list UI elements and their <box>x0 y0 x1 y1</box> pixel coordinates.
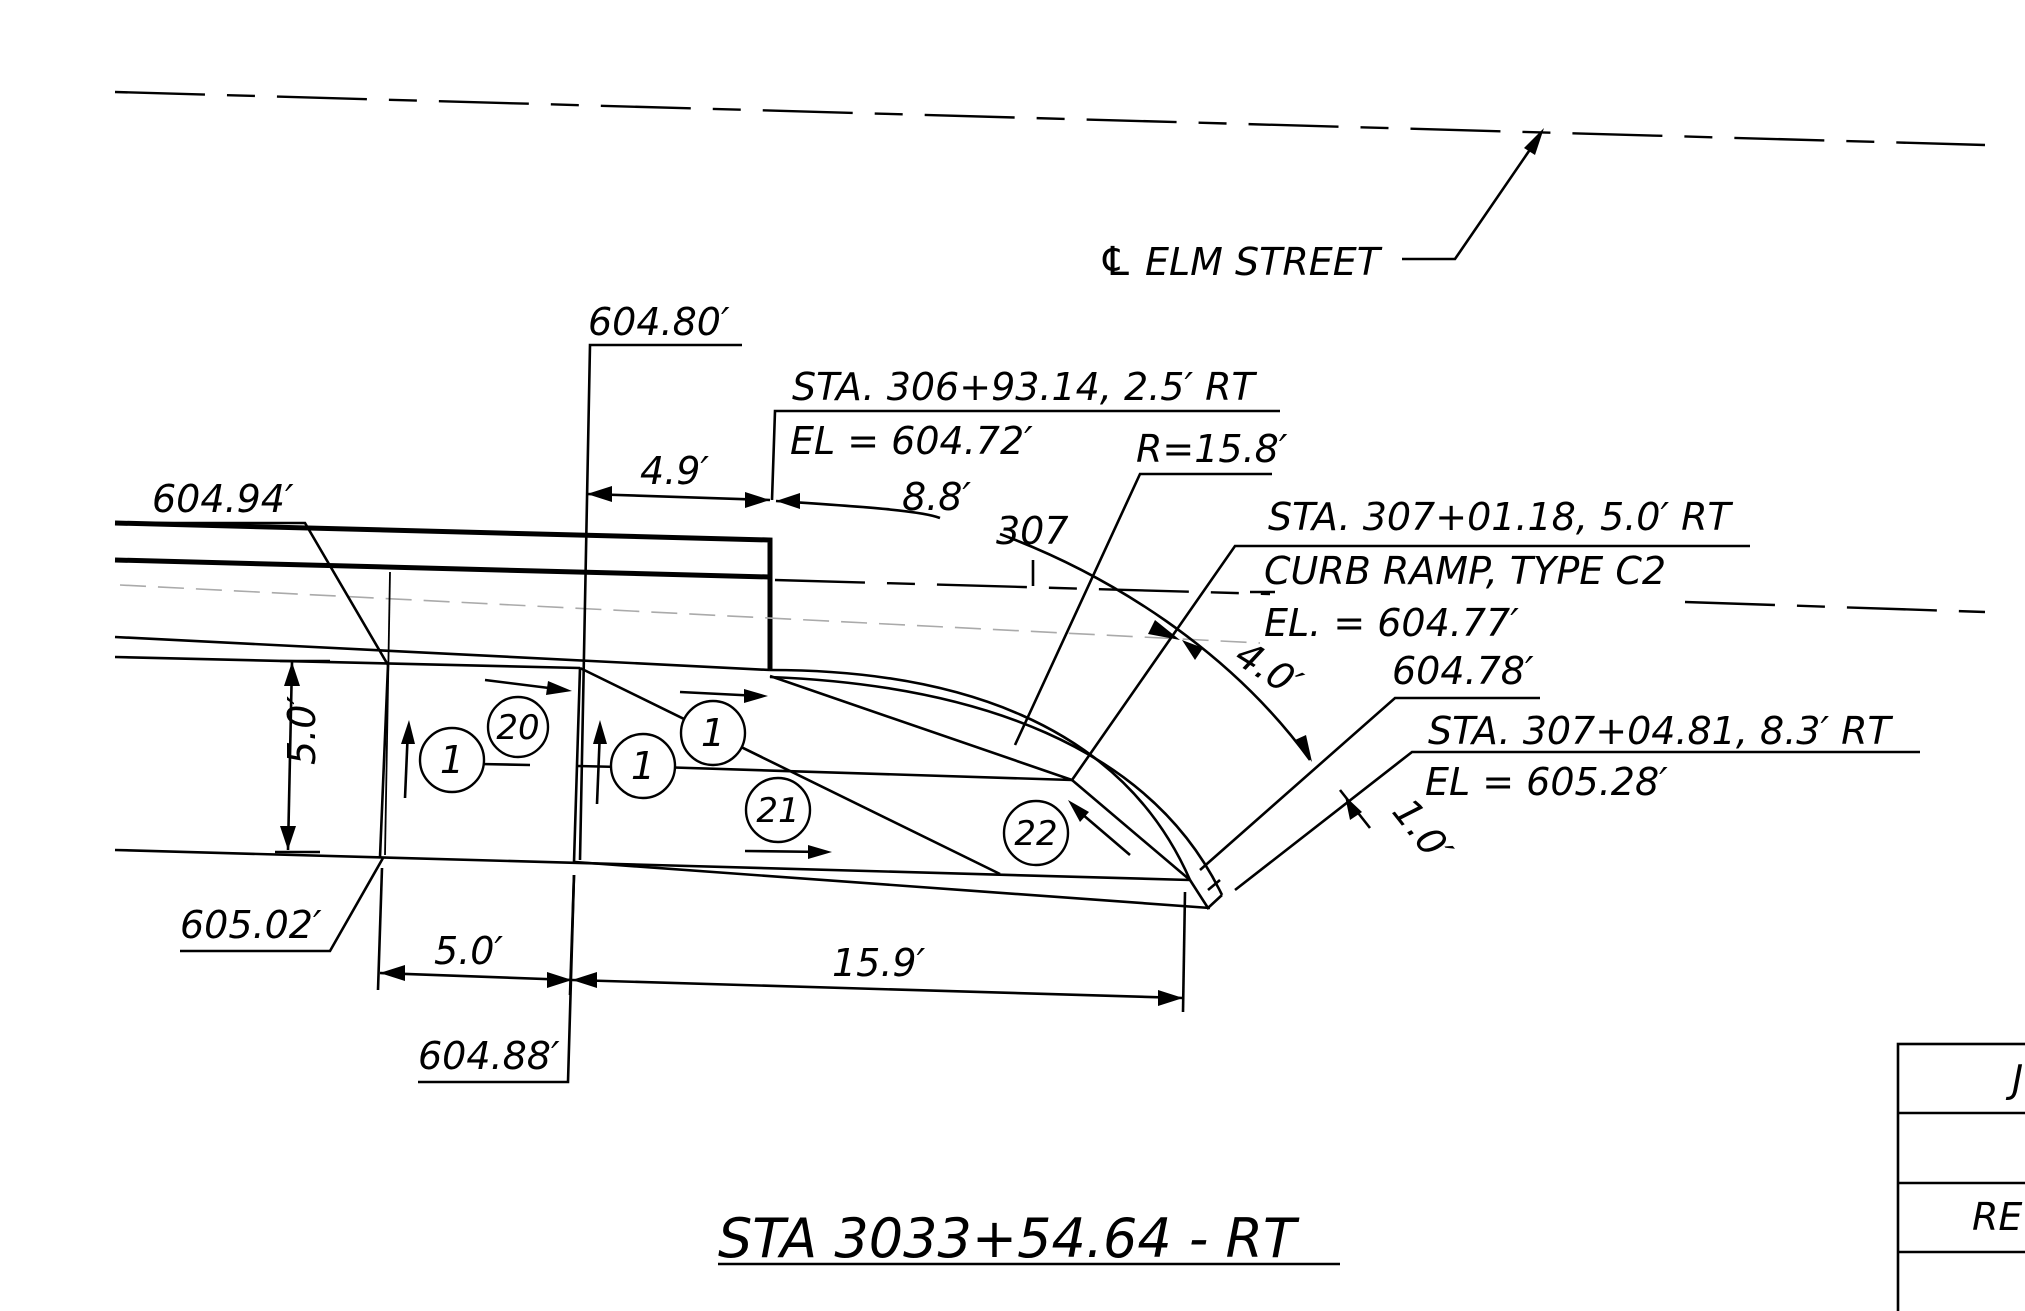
callout-21-text: 21 <box>756 791 799 831</box>
centerline-label: ELM STREET <box>1145 240 1383 284</box>
radius-leader <box>1013 472 1272 746</box>
sidewalk-edge-2 <box>114 655 581 670</box>
callout-bubble-22 <box>1002 799 1070 867</box>
dim-8-8: 8.8′ <box>902 475 971 519</box>
dim-15-9-arrow-left <box>572 972 597 988</box>
sta3-line1: STA. 307+04.81, 8.3′ RT <box>1428 709 1894 753</box>
dim-4-9-arrow-left <box>587 486 612 502</box>
curb-return-outer-arc <box>769 675 1224 896</box>
elev-top-mid: 604.80′ <box>588 300 730 344</box>
mid-ramp-vertical <box>572 667 582 863</box>
title-block-frame <box>1896 1042 2025 1311</box>
sidewalk-bottom-edge <box>114 848 1191 882</box>
dim-4-9: 4.9′ <box>640 449 709 493</box>
dim-5-0-bottom-arrow-right <box>547 972 572 988</box>
sta-307-label: 307 <box>996 509 1069 553</box>
dim-arc-arrow-mid-2 <box>1182 640 1203 660</box>
curb-return-tick <box>1207 879 1221 891</box>
title-block-row1-text: J <box>2005 1057 2023 1101</box>
dim-1-0-arrow <box>1345 796 1362 820</box>
callout-1c-text: 1 <box>631 744 655 788</box>
callout-22-text: 22 <box>1014 814 1057 854</box>
dim-arc-line <box>775 499 941 520</box>
elev-left-bottom: 605.02′ <box>180 903 322 947</box>
elm-street-centerline <box>114 90 1986 147</box>
sidewalk-top-edge <box>114 635 771 672</box>
curb-return-inner-arc <box>769 668 1192 881</box>
dim-arc-line-2 <box>999 532 1312 761</box>
elev-left-bottom-leader <box>180 857 385 953</box>
dim-5-0-vert-line <box>286 661 294 851</box>
dim-5-0-bottom-line <box>379 971 573 982</box>
callout-20-text: 20 <box>496 708 539 748</box>
curb-return-end <box>1188 879 1223 911</box>
dim-5-0-vert-arrow-bottom <box>280 826 296 850</box>
ramp-cross-line <box>657 765 1073 782</box>
right-dashed-line <box>1684 600 1986 614</box>
dim-bottom-ext-2 <box>568 874 576 996</box>
sta2-line2: CURB RAMP, TYPE C2 <box>1264 549 1666 593</box>
slope-arrowhead-diag <box>1068 800 1089 822</box>
sidewalk-gray-line <box>119 584 1261 644</box>
dim-5-0-vertical: 5.0′ <box>280 696 324 765</box>
ramp-top-dashed-line <box>774 578 1271 596</box>
ramp-diagonal-2 <box>769 674 1073 782</box>
sta2-line3: EL. = 604.77′ <box>1264 601 1519 645</box>
dim-5-0-bottom-arrow-left <box>380 965 405 981</box>
sta2-leader <box>1070 544 1750 781</box>
slope-arrowhead-1 <box>546 681 572 695</box>
dim-bottom-ext-3 <box>1181 891 1187 1013</box>
drawing-title: STA 3033+54.64 - RT <box>718 1207 1300 1270</box>
callout-bubble-1c <box>609 732 677 800</box>
elev-right-mid: 604.78′ <box>1392 649 1534 693</box>
dim-arc-arrow-left <box>776 493 800 509</box>
slope-arrowhead-2 <box>744 689 768 703</box>
curb-face-line <box>114 557 771 580</box>
slope-arrowhead-up-1 <box>401 720 415 744</box>
dim-15-9-arrow-right <box>1158 990 1183 1006</box>
elev-top-mid-leader <box>578 343 742 861</box>
sta3-line2: EL = 605.28′ <box>1425 760 1668 804</box>
callout-bubble-21 <box>744 776 812 844</box>
elev-bottom-mid: 604.88′ <box>418 1034 560 1078</box>
callout-1b-text: 1 <box>701 711 725 755</box>
dim-4-9-line <box>586 492 771 502</box>
callout-bubble-1b <box>679 699 747 767</box>
curb-back-line <box>114 520 773 670</box>
dim-bottom-ext-1 <box>376 867 384 991</box>
ramp-bottom-edge <box>574 860 1211 910</box>
centerline-symbol: ℄ <box>1098 239 1134 285</box>
centerline-leader-arrow <box>1524 128 1544 155</box>
slope-arrowhead-up-2 <box>593 720 607 744</box>
dim-arc-arrow-right <box>1295 735 1312 762</box>
sta1-leader <box>770 409 1280 501</box>
dim-4-9-arrow-right <box>745 492 770 508</box>
elev-right-mid-leader <box>1199 696 1540 871</box>
dim-5-0-bottom: 5.0′ <box>434 929 503 973</box>
sta2-line1: STA. 307+01.18, 5.0′ RT <box>1268 495 1734 539</box>
title-block-row3-text: RE <box>1972 1195 2022 1239</box>
elev-left-top-leader <box>150 521 390 666</box>
dim-15-9: 15.9′ <box>832 941 926 985</box>
callout-bubble-20 <box>486 695 550 759</box>
ramp-diagonal-3 <box>1071 779 1191 881</box>
callout-leader-1a <box>479 762 531 767</box>
callout-1a-text: 1 <box>440 738 464 782</box>
dim-5-0-vert-arrow-top <box>284 662 300 686</box>
slope-arrowhead-3 <box>808 845 832 859</box>
centerline-leader <box>1402 134 1542 261</box>
sta3-leader <box>1234 750 1920 892</box>
sta1-line1: STA. 306+93.14, 2.5′ RT <box>792 365 1258 409</box>
dim-radius: R=15.8′ <box>1136 427 1288 471</box>
dim-15-9-line <box>571 978 1184 1000</box>
left-ramp-vertical <box>378 664 390 858</box>
sta1-line2: EL = 604.72′ <box>790 419 1033 463</box>
left-edge-gray-vertical <box>384 571 391 856</box>
callout-bubble-1a <box>418 726 486 794</box>
elev-left-top: 604.94′ <box>152 477 294 521</box>
